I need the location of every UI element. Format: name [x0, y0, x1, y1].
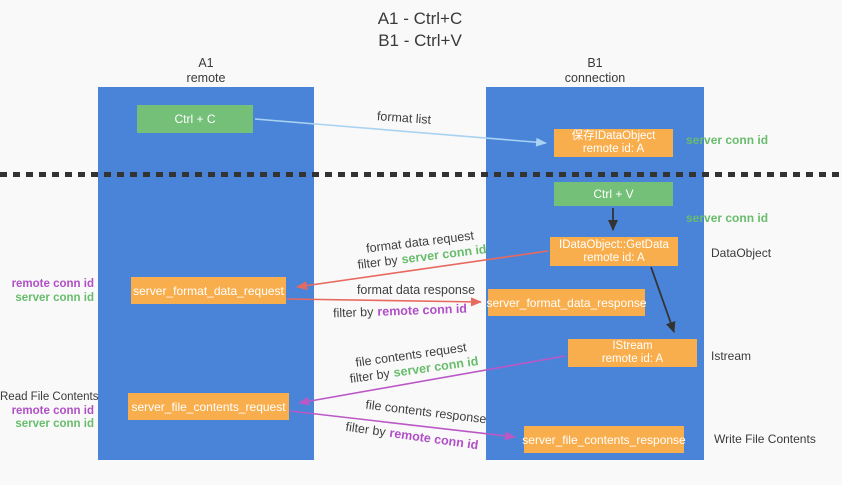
title-line-b1: B1 - Ctrl+V: [378, 31, 462, 50]
arrow-format-list: [254, 118, 547, 147]
node-ctrl-c: Ctrl + C: [137, 105, 253, 133]
annotation-remote-conn-id-1: remote conn id: [11, 278, 94, 290]
arrow-format-data-response: [286, 297, 482, 307]
node-getdata-remote-id: remote id: A: [583, 251, 645, 264]
node-istream-title: IStream: [612, 340, 653, 352]
arrow-format-data-request: [296, 250, 549, 291]
column-header-a1: A1 remote: [98, 56, 314, 86]
node-server-format-data-response: server_format_data_response: [486, 289, 647, 316]
node-server-file-contents-request: server_file_contents_request: [128, 393, 289, 420]
annotation-server-conn-id-top: server conn id: [686, 133, 769, 147]
annotation-istream: Istream: [711, 349, 752, 363]
filter-by-text: filter by: [332, 304, 374, 321]
arrow-file-contents-request: [298, 355, 566, 406]
arrow-file-contents-response: [289, 410, 516, 441]
annotation-write-file-contents: Write File Contents: [714, 432, 816, 446]
dotted-separator: [0, 172, 842, 177]
annotation-remote-conn-id-2: remote conn id: [11, 404, 94, 417]
node-istream-remote-id: remote id: A: [601, 353, 664, 365]
node-save-idataobject-remote-id: remote id: A: [582, 143, 645, 155]
column-b-name: B1: [587, 56, 603, 70]
diagram-title: A1 - Ctrl+C B1 - Ctrl+V: [330, 8, 510, 52]
annotation-read-file-block: Read File Contents remote conn id server…: [0, 391, 99, 432]
column-a-role: remote: [186, 71, 226, 85]
annotation-read-file-contents: Read File Contents: [0, 391, 99, 403]
annotation-conn-ids-format: remote conn id server conn id: [0, 278, 94, 305]
title-line-a1: A1 - Ctrl+C: [377, 9, 463, 28]
label-format-data-response: format data response: [356, 283, 476, 297]
annotation-server-conn-id-mid: server conn id: [686, 211, 769, 225]
node-idataobject-getdata: IDataObject::GetData remote id: A: [550, 237, 678, 266]
node-getdata-title: IDataObject::GetData: [559, 238, 669, 251]
column-a-name: A1: [198, 56, 214, 70]
column-header-b1: B1 connection: [486, 56, 704, 86]
annotation-server-conn-id-2: server conn id: [15, 418, 94, 430]
annotation-dataobject: DataObject: [711, 246, 772, 260]
arrow-getdata-to-istream: [650, 266, 676, 333]
node-ctrl-v: Ctrl + V: [554, 182, 673, 206]
column-b-role: connection: [564, 71, 626, 85]
node-server-format-data-request: server_format_data_request: [131, 277, 286, 304]
node-server-file-contents-response: server_file_contents_response: [522, 426, 686, 453]
node-save-idataobject-title: 保存IDataObject: [571, 130, 656, 142]
annotation-server-conn-id-1: server conn id: [15, 291, 94, 304]
node-save-idataobject: 保存IDataObject remote id: A: [554, 129, 673, 157]
node-istream: IStream remote id: A: [568, 339, 697, 367]
